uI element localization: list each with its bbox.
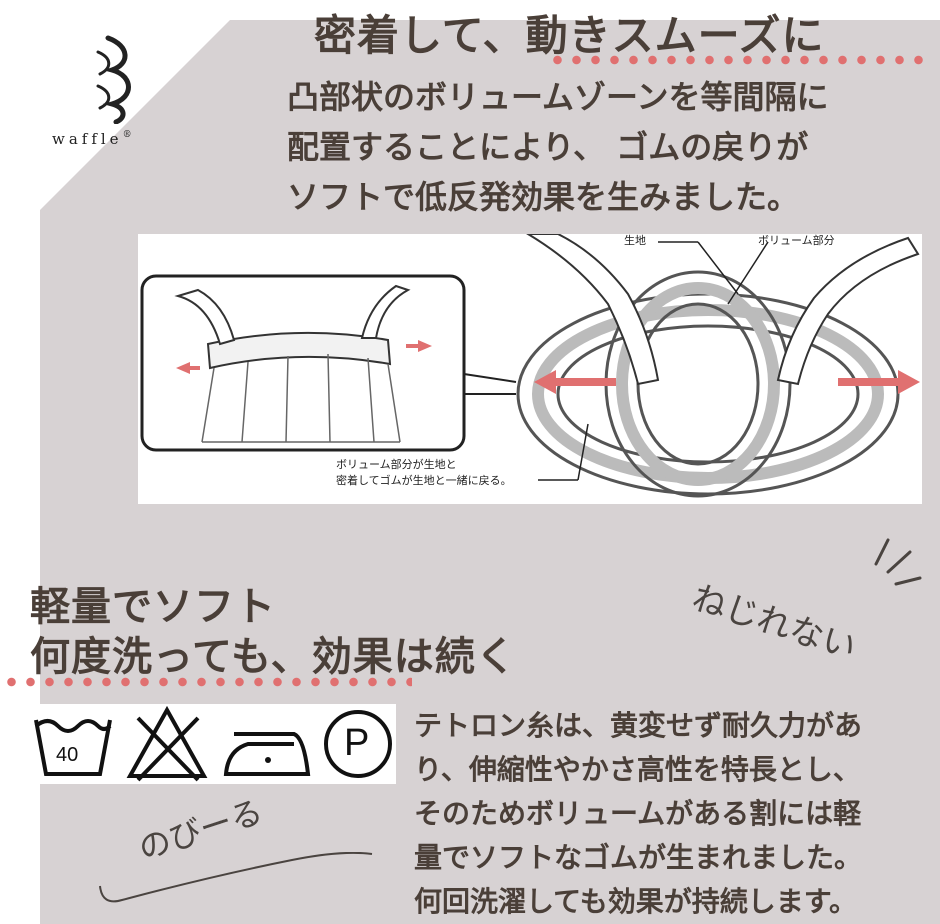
dry-clean-circle-icon (324, 710, 392, 778)
elastic-diagram-illustration (140, 233, 920, 498)
brand-name: waffle (52, 130, 123, 148)
diagram-caption-line-2: 密着してゴムが生地と一緒に戻る。 (336, 474, 512, 487)
section2-title-underline (2, 676, 412, 688)
section2-body-line-1: テトロン糸は、黄変せず耐久力があ (414, 709, 863, 742)
section1-body-line-3: ソフトで低反発効果を生みました。 (287, 178, 800, 216)
section2-body-line-5: 何回洗濯しても効果が持続します。 (414, 885, 857, 918)
no-bleach-icon (126, 705, 208, 782)
section2-title-line-1: 軽量でソフト (30, 584, 276, 630)
section2-body-line-4: 量でソフトなゴムが生まれました。 (414, 841, 863, 874)
section1-body-line-2: 配置することにより、 ゴムの戻りが (287, 128, 809, 166)
wash-temperature: 40 (56, 744, 79, 766)
section2-title-line-2: 何度洗っても、効果は続く (30, 634, 517, 680)
section1-title: 密着して、動きスムーズに (314, 11, 825, 60)
section1-title-underline (548, 54, 928, 66)
section2-body-line-3: そのためボリュームがある割には軽 (414, 797, 862, 830)
waffle-logo-icon (96, 35, 131, 124)
section2-body-line-2: り、伸縮性やかさ高性を特長とし、 (414, 753, 861, 786)
diagram-panel: 生地 ボリューム部分 ボリューム部分が生地と 密着してゴムが生地と一緒に戻る。 (138, 233, 922, 504)
iron-low-icon (223, 732, 311, 776)
care-symbols: 40 P (30, 704, 396, 784)
diagram-label-fabric: 生地 (624, 234, 646, 247)
emphasis-lines-icon (874, 538, 922, 586)
diagram-label-volume: ボリューム部分 (758, 234, 835, 247)
diagram-caption-line-1: ボリューム部分が生地と (336, 458, 457, 471)
brand-logo: waffle® (52, 34, 172, 164)
registered-mark: ® (122, 130, 136, 140)
stretch-swash-icon (99, 852, 373, 903)
wash-40-icon (34, 719, 112, 776)
section1-body-line-1: 凸部状のボリュームゾーンを等間隔に (287, 78, 829, 116)
dry-clean-letter: P (344, 722, 370, 764)
